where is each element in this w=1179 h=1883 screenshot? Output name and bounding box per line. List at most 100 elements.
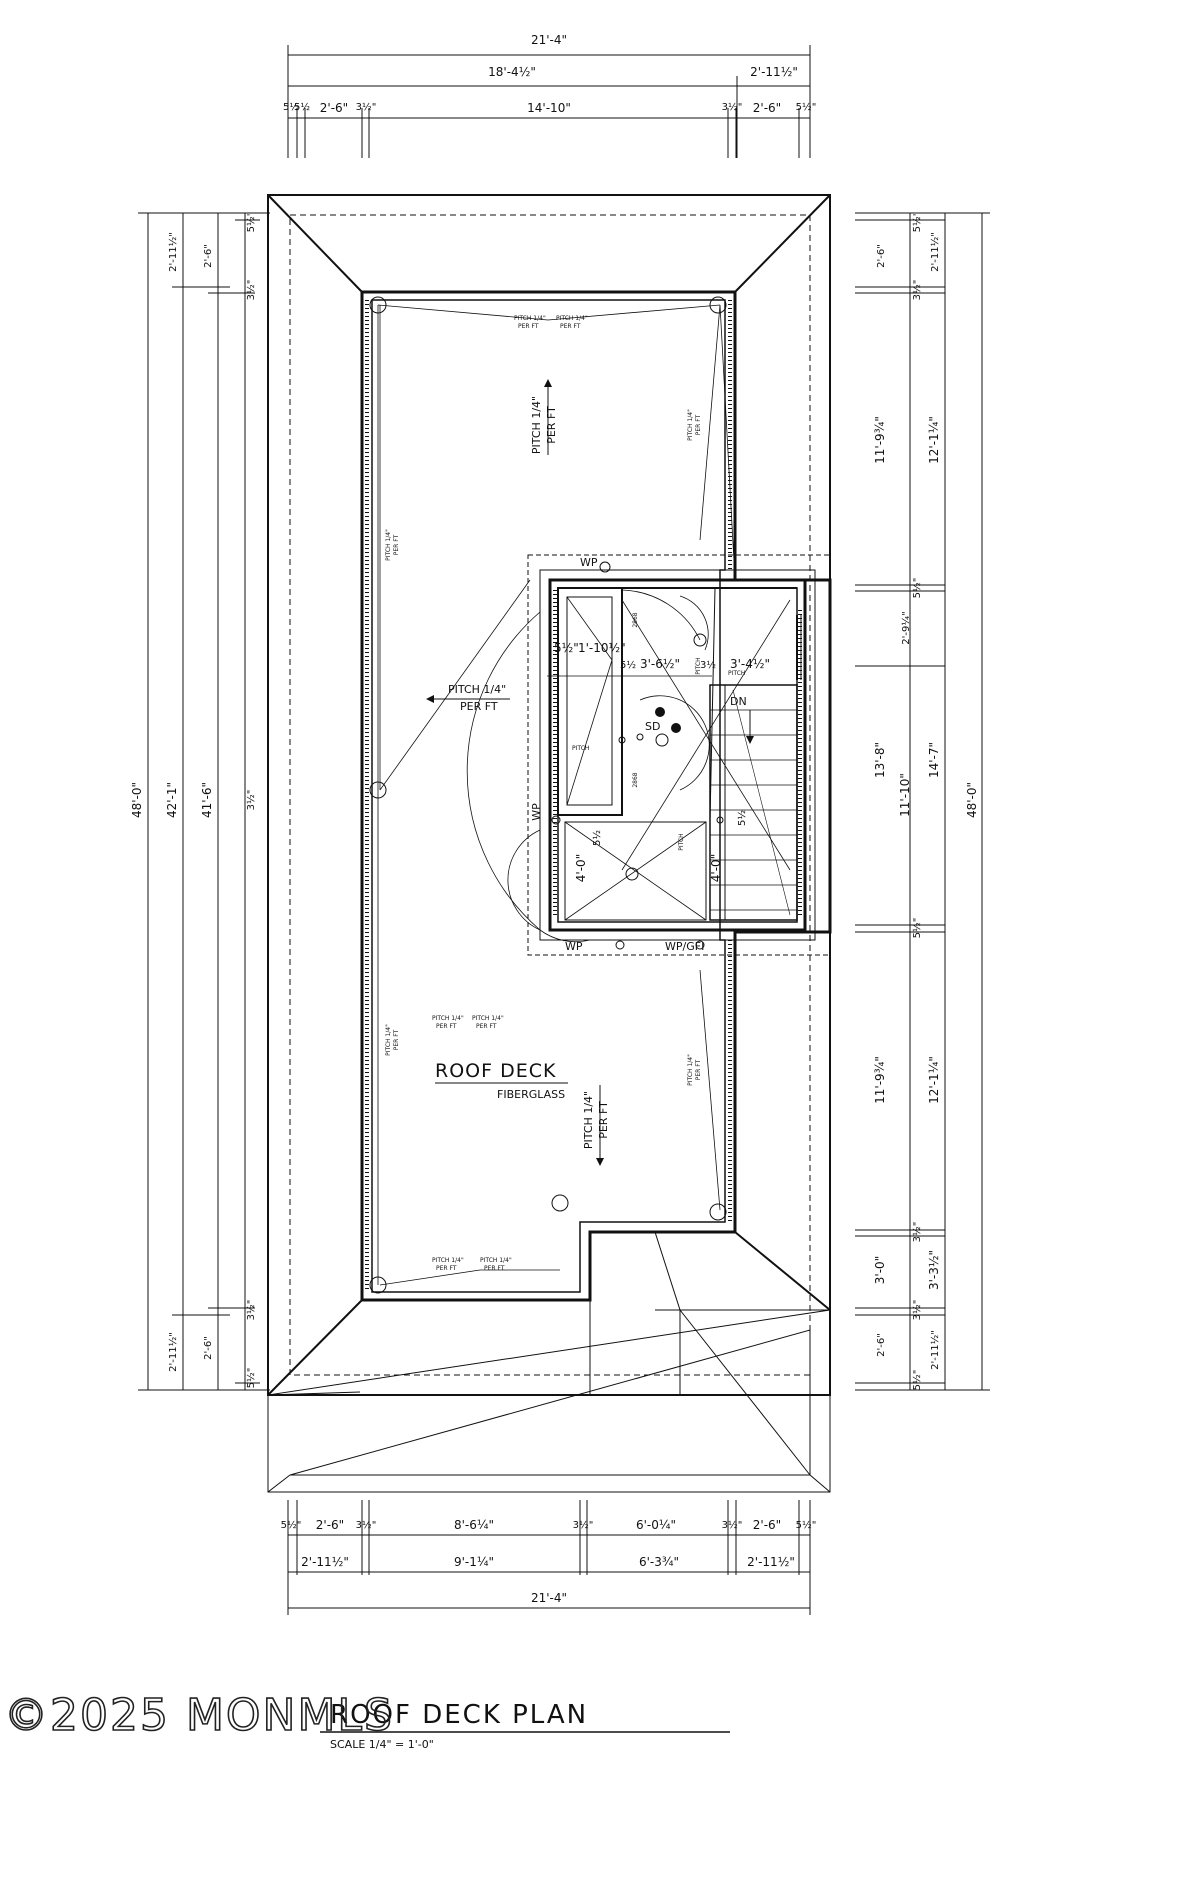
top-dimensions: 21'-4" 18'-4½" 2'-11½" 5½ 5½ 2'-6" 3½" 1…: [283, 33, 816, 158]
down-arrow-icon: [746, 736, 754, 744]
top-row3-dim-6: 3½": [722, 101, 743, 113]
title-block: ROOF DECK PLAN SCALE 1/4" = 1'-0": [320, 1700, 730, 1751]
interior-dim-9: 5½: [736, 810, 748, 826]
right-c-dim-2: 5½": [911, 578, 923, 599]
bottom-row1-dim-9: 5½": [796, 1519, 817, 1531]
left-col4-dim: 3½": [245, 790, 257, 811]
drain-icon: [369, 296, 387, 314]
interior-dim-6: 3'-4½": [730, 657, 770, 671]
pitch-left-label: PITCH 1/4": [448, 683, 506, 696]
wp-gfi-label: WP/GFI: [665, 940, 704, 953]
left-top-c-dim: 5½": [245, 212, 257, 233]
pitch-arrow-left-icon: [426, 695, 434, 703]
pitch-down-label: PITCH 1/4": [582, 1091, 595, 1149]
pitch-small-9-perft: PER FT: [436, 1265, 457, 1272]
right-overall-dim: 48'-0": [965, 782, 979, 818]
right-b-dim-1: 11'-9¾": [873, 416, 887, 464]
drain-icon: [709, 1203, 727, 1221]
interior-dim-4: 3'-6½": [640, 657, 680, 671]
right-g-dim-2: 3'-0": [873, 1256, 887, 1284]
outlet-icon: [695, 940, 705, 950]
pitch-small-10-perft: PER FT: [484, 1265, 505, 1272]
bottom-row2-dim-3: 6'-3¾": [639, 1555, 679, 1569]
pitch-small-7: PITCH 1/4": [385, 1024, 392, 1056]
bottom-overall-dim: 21'-4": [531, 1591, 567, 1605]
pitch-small-5: PITCH 1/4": [432, 1015, 464, 1022]
pitch-note-stair-3: PITCH: [728, 670, 745, 677]
fiberglass-text: FIBERGLASS: [497, 1088, 565, 1101]
interior-dim-5: 3½: [700, 659, 716, 671]
sd-label: SD: [645, 720, 660, 733]
pitch-down-perft: PER FT: [597, 1101, 610, 1139]
wp-label-bottom: WP: [565, 940, 583, 953]
right-h-dim-4: 5½": [911, 1370, 923, 1391]
pitch-small-3-perft: PER FT: [393, 534, 400, 555]
pitch-small-4: PITCH 1/4": [687, 409, 694, 441]
switch-icon: [716, 816, 724, 824]
pitch-small-1-perft: PER FT: [518, 323, 539, 330]
left-bot-c-dim: 3½": [245, 1300, 257, 1321]
left-top-b-dim: 2'-6": [203, 244, 214, 268]
interior-dim-7: 5½: [591, 830, 603, 846]
drain-icon: [369, 781, 387, 799]
roof-deck-text: ROOF DECK: [435, 1060, 556, 1082]
pitch-small-7-perft: PER FT: [393, 1029, 400, 1050]
left-bot-d-dim: 5½": [245, 1368, 257, 1389]
right-d-dim-2: 11'-10": [898, 773, 912, 817]
smoke-detector-icon: [655, 707, 665, 717]
door-2868-label-1: 2868: [632, 612, 639, 627]
interior-dim-10: 4'-0": [709, 854, 723, 882]
light-fixture-icon: [693, 633, 707, 647]
switch-icon: [618, 736, 626, 744]
left-overall-dim: 48'-0": [130, 782, 144, 818]
pitch-note-stair-2: PITCH: [678, 833, 685, 850]
wp-label-top: WP: [580, 556, 598, 569]
drain-icon: [551, 1194, 569, 1212]
pitch-small-8: PITCH 1/4": [687, 1054, 694, 1086]
door-2868-label-2: 2868: [632, 772, 639, 787]
plan-title: ROOF DECK PLAN: [330, 1700, 588, 1730]
right-h-dim-3: 2'-11½": [929, 1330, 941, 1370]
pitch-small-4-perft: PER FT: [695, 414, 702, 435]
bottom-dimensions: 5½" 2'-6" 3½" 8'-6¼" 3½" 6'-0¼" 3½" 2'-6…: [281, 1500, 817, 1615]
right-e-dim-1: 5½": [911, 918, 923, 939]
right-f-dim-1: 11'-9¾": [873, 1056, 887, 1104]
light-fixture-icon: [625, 867, 639, 881]
pitch-arrow-down-icon: [596, 1158, 604, 1166]
top-row2-dim-2: 2'-11½": [750, 65, 798, 79]
pitch-note-stair-1: PITCH: [572, 745, 589, 752]
left-col2-dim: 42'-1": [165, 782, 179, 818]
pitch-arrow-up-icon: [544, 379, 552, 387]
smoke-detector-icon: [671, 723, 681, 733]
pitch-small-1: PITCH 1/4": [514, 315, 546, 322]
pitch-small-2-perft: PER FT: [560, 323, 581, 330]
right-c-dim-1: 2'-9¼": [900, 611, 912, 644]
outlet-icon: [615, 940, 625, 950]
light-fixture-icon: [599, 561, 611, 573]
top-overall-dim: 21'-4": [531, 33, 567, 47]
right-h-dim-2: 2'-6": [876, 1333, 887, 1357]
left-col3-dim: 41'-6": [200, 782, 214, 818]
top-row3-dim-1: 5½: [283, 101, 299, 113]
pitch-small-2: PITCH 1/4": [556, 315, 588, 322]
roof-slope-lines: [377, 304, 736, 1286]
right-h-dim-1: 3½": [911, 1300, 923, 1321]
pitch-up-label: PITCH 1/4": [530, 396, 543, 454]
left-top-a-dim: 2'-11½": [167, 232, 179, 272]
bottom-row2-dim-4: 2'-11½": [747, 1555, 795, 1569]
top-row3-dim-4: 3½": [356, 101, 377, 113]
switch-icon: [636, 733, 644, 741]
outlet-icon: [551, 815, 561, 825]
pitch-small-5-perft: PER FT: [436, 1023, 457, 1030]
top-row3-dim-7: 2'-6": [753, 101, 781, 115]
pitch-small-8-perft: PER FT: [695, 1059, 702, 1080]
interior-dim-2: 1'-10½": [578, 641, 626, 655]
pitch-small-9: PITCH 1/4": [432, 1257, 464, 1264]
left-bot-a-dim: 2'-11½": [167, 1332, 179, 1372]
top-row2-dim-1: 18'-4½": [488, 65, 536, 79]
pitch-small-3: PITCH 1/4": [385, 529, 392, 561]
right-f-dim-2: 12'-1¼": [927, 1056, 941, 1104]
bottom-row1-dim-2: 2'-6": [316, 1518, 344, 1532]
left-bot-b-dim: 2'-6": [203, 1336, 214, 1360]
